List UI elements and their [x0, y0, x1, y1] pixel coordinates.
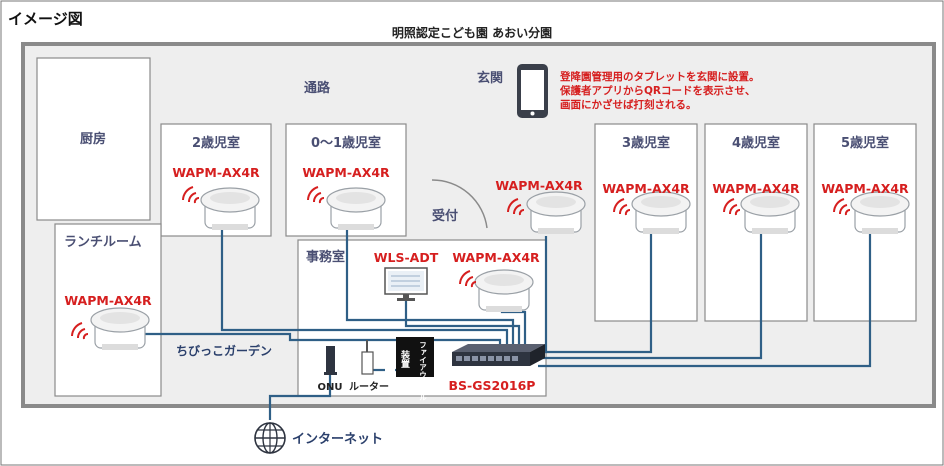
entrance-label: 玄関	[477, 70, 503, 86]
ap-label-room-age2: WAPM-AX4R	[172, 165, 260, 180]
room-age4-label: 4歳児室	[732, 135, 780, 151]
globe-icon	[254, 422, 286, 454]
kitchen-room	[36, 57, 151, 221]
lunch-room-label: ランチルーム	[64, 235, 142, 250]
note-line-3: 画面にかざせば打刻される。	[560, 98, 697, 111]
room-age5-label: 5歳児室	[841, 135, 889, 151]
ap-label-room-age5: WAPM-AX4R	[821, 181, 909, 196]
monitor-label: WLS-ADT	[374, 250, 439, 265]
room-age3-label: 3歳児室	[622, 135, 670, 151]
note-line-2: 保護者アプリからQRコードを表示させ、	[559, 84, 756, 97]
ap-lunch-room	[90, 307, 150, 351]
tablet-icon	[517, 64, 548, 118]
ap-label-room-age4: WAPM-AX4R	[712, 181, 800, 196]
room-age2-label: 2歳児室	[192, 135, 240, 151]
lan-cables	[130, 228, 872, 420]
ap-label-office: WAPM-AX4R	[452, 250, 540, 265]
firewall-device	[396, 337, 434, 377]
reception-door-arc	[431, 179, 488, 229]
ap-office	[474, 269, 534, 313]
room-age01-label: 0〜1歳児室	[311, 135, 381, 151]
ap-room-age4	[740, 191, 800, 235]
ap-room-age5	[850, 191, 910, 235]
ap-room-age2	[200, 187, 260, 231]
image-label: イメージ図	[8, 10, 83, 28]
ap-label-room-age3: WAPM-AX4R	[602, 181, 690, 196]
onu-icon	[324, 346, 337, 375]
internet-label: インターネット	[292, 432, 383, 447]
garden-label: ちびっこガーデン	[176, 343, 272, 358]
onu-label: ONU	[318, 382, 343, 393]
ap-label-corridor: WAPM-AX4R	[495, 178, 583, 193]
router-label: ルーター	[349, 381, 389, 393]
ap-room-age01	[326, 187, 386, 231]
reception-label: 受付	[432, 208, 458, 224]
ap-label-lunch-room: WAPM-AX4R	[64, 293, 152, 308]
monitor-icon	[384, 267, 428, 301]
office-label: 事務室	[306, 249, 345, 265]
facility-name: 明照認定こども園 あおい分園	[392, 25, 552, 40]
kitchen-label: 厨房	[80, 131, 106, 147]
ap-room-age3	[631, 191, 691, 235]
firewall-label-col2: ファイアウォール	[418, 341, 427, 401]
router-icon	[361, 340, 374, 375]
firewall-label-col1: 装置	[399, 349, 411, 369]
ap-label-room-age01: WAPM-AX4R	[302, 165, 390, 180]
corridor-label: 通路	[304, 80, 331, 96]
switch-label: BS-GS2016P	[449, 378, 536, 393]
note-line-1: 登降園管理用のタブレットを玄関に設置。	[559, 70, 760, 83]
ap-corridor	[526, 191, 586, 235]
switch-icon	[452, 344, 545, 366]
